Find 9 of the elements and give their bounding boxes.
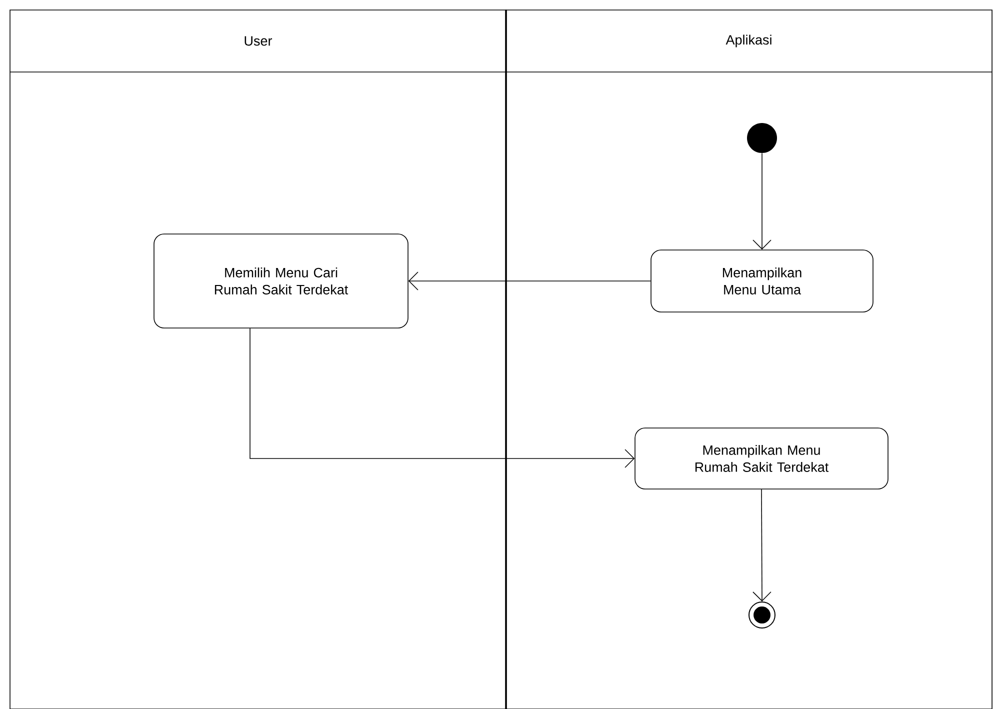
arrow — [752, 152, 772, 250]
action-box: Menampilkan Menu Utama — [650, 250, 874, 312]
end-node — [748, 601, 776, 628]
arrow — [752, 488, 772, 602]
arrow — [250, 328, 635, 468]
arrow — [408, 272, 651, 290]
action-box: Menampilkan Menu Rumah Sakit Terdekat — [634, 428, 888, 490]
action-box: Memilih Menu Cari Rumah Sakit Terdekat — [154, 234, 408, 328]
start-node — [747, 123, 777, 153]
